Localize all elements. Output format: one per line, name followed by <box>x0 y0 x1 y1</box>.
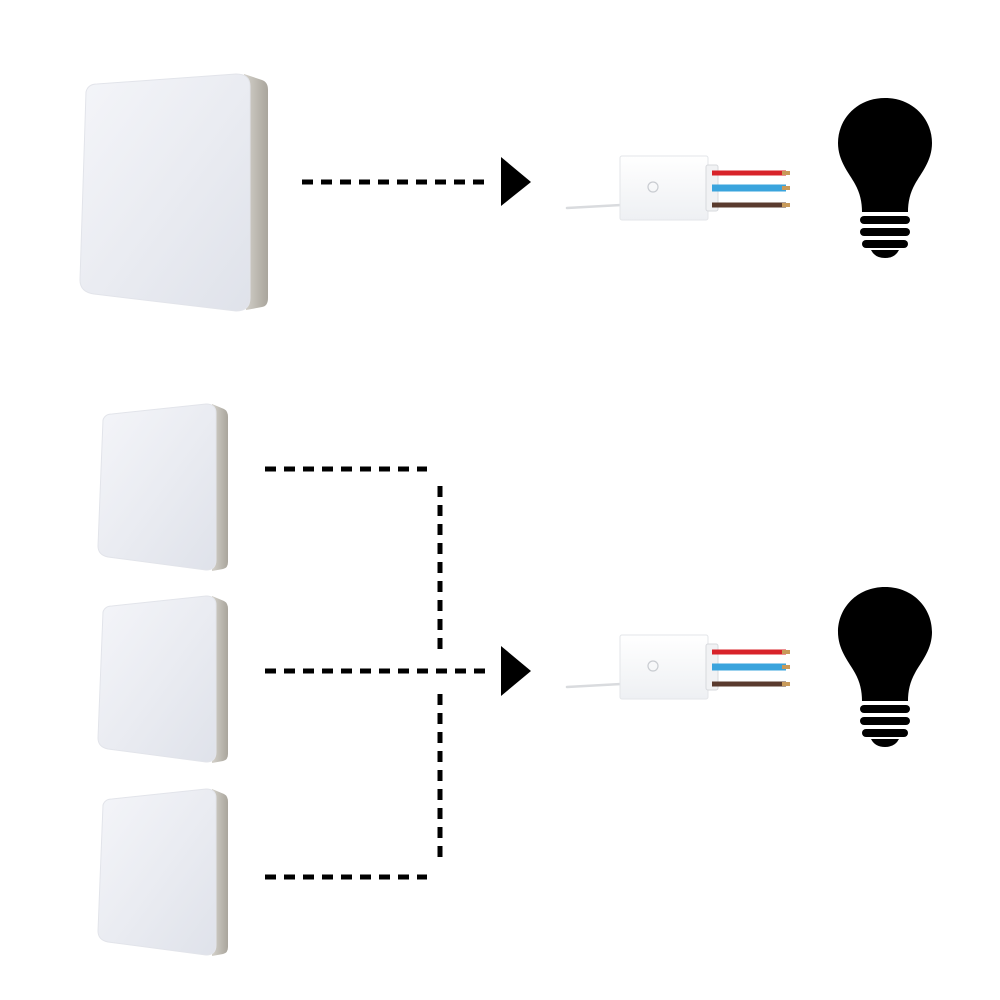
scenario-multi <box>97 403 932 956</box>
wall-switch-icon <box>97 403 228 571</box>
dashed-connector <box>265 466 485 880</box>
arrow-head-icon <box>501 157 531 206</box>
arrow-head-icon <box>501 646 531 696</box>
light-bulb-icon <box>838 587 932 747</box>
wall-switch-icon <box>79 73 268 312</box>
light-bulb-icon <box>838 98 932 258</box>
wall-switch-icon <box>97 595 228 763</box>
receiver-icon <box>565 155 790 221</box>
wall-switch-icon <box>97 788 228 956</box>
receiver-icon <box>565 634 790 700</box>
scenario-single <box>79 73 932 312</box>
